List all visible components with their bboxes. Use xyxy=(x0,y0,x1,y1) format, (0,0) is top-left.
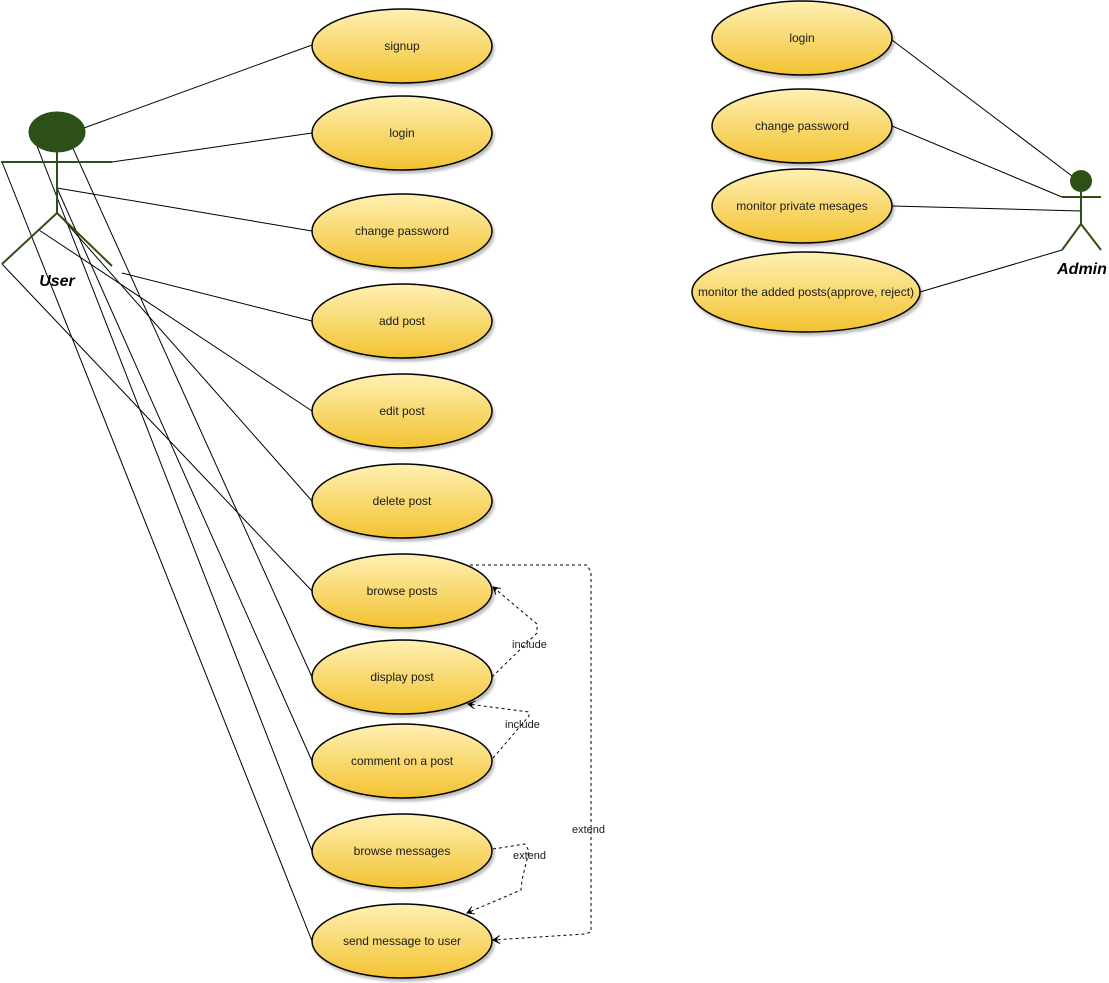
usecase-display-post[interactable]: display post xyxy=(311,639,493,715)
actor-user[interactable]: User xyxy=(1,111,113,290)
extend-browse-messages-to-send[interactable] xyxy=(466,843,530,915)
usecase-browse-messages[interactable]: browse messages xyxy=(311,813,493,889)
assoc-user-change-password[interactable] xyxy=(56,187,313,232)
assoc-admin-monitor-messages[interactable] xyxy=(891,205,1082,212)
assoc-admin-change-password[interactable] xyxy=(891,125,1063,198)
usecase-browse-posts-label: browse posts xyxy=(367,584,438,598)
usecase-delete-post-label: delete post xyxy=(373,494,432,508)
user-left-leg-icon xyxy=(1,212,58,265)
usecase-comment-on-a-post-label: comment on a post xyxy=(351,754,454,768)
usecase-browse-posts[interactable]: browse posts xyxy=(311,553,493,629)
usecase-display-post-label: display post xyxy=(370,670,434,684)
assoc-admin-monitor-posts[interactable] xyxy=(919,249,1063,293)
usecase-change-password-label: change password xyxy=(355,224,449,238)
include-label-2: include xyxy=(505,719,540,731)
usecase-comment-on-a-post[interactable]: comment on a post xyxy=(311,723,493,799)
usecase-login[interactable]: login xyxy=(311,95,493,171)
actor-admin-label: Admin xyxy=(1056,261,1107,278)
usecase-signup[interactable]: signup xyxy=(311,8,493,84)
user-head-icon xyxy=(28,111,86,153)
usecase-edit-post-label: edit post xyxy=(379,404,425,418)
usecase-add-post-label: add post xyxy=(379,314,426,328)
usecase-edit-post[interactable]: edit post xyxy=(311,373,493,449)
assoc-user-display-post[interactable] xyxy=(56,112,313,678)
usecase-send-message-to-user[interactable]: send message to user xyxy=(311,903,493,979)
usecase-signup-label: signup xyxy=(384,39,420,53)
admin-right-leg-icon xyxy=(1080,223,1102,251)
usecase-monitor-private-messages[interactable]: monitor private mesages xyxy=(711,168,893,244)
usecase-admin-change-password[interactable]: change password xyxy=(711,88,893,164)
assoc-user-login[interactable] xyxy=(111,132,313,163)
dependencies: include include extend extend xyxy=(466,564,605,944)
actor-user-label: User xyxy=(39,273,75,290)
extend-label-2: extend xyxy=(572,824,605,836)
usecase-admin-login-label: login xyxy=(789,31,814,45)
include-label-1: include xyxy=(512,639,547,651)
admin-left-leg-icon xyxy=(1061,223,1082,251)
extend-browse-posts-to-send[interactable] xyxy=(470,564,592,944)
usecase-monitor-private-messages-label: monitor private mesages xyxy=(736,199,867,213)
assoc-user-add-post[interactable] xyxy=(121,272,313,322)
usecase-admin-change-password-label: change password xyxy=(755,119,849,133)
user-associations xyxy=(1,44,313,942)
usecase-change-password[interactable]: change password xyxy=(311,193,493,269)
assoc-admin-login[interactable] xyxy=(891,39,1073,177)
extend-label-1: extend xyxy=(513,850,546,862)
assoc-user-edit-post[interactable] xyxy=(38,229,313,412)
assoc-user-send-message[interactable] xyxy=(1,161,313,942)
assoc-user-comment[interactable] xyxy=(56,187,313,762)
admin-associations xyxy=(891,39,1082,293)
assoc-user-browse-messages[interactable] xyxy=(29,127,313,852)
usecase-send-message-to-user-label: send message to user xyxy=(343,934,461,948)
user-use-cases: signup login change password add post ed… xyxy=(311,8,493,979)
usecase-add-post[interactable]: add post xyxy=(311,283,493,359)
usecase-browse-messages-label: browse messages xyxy=(354,844,451,858)
admin-head-icon xyxy=(1070,170,1092,192)
usecase-login-label: login xyxy=(389,126,414,140)
assoc-user-browse-posts[interactable] xyxy=(1,263,313,592)
usecase-monitor-added-posts[interactable]: monitor the added posts(approve, reject) xyxy=(691,251,921,333)
usecase-admin-login[interactable]: login xyxy=(711,0,893,76)
usecase-delete-post[interactable]: delete post xyxy=(311,463,493,539)
include-display-to-browse[interactable] xyxy=(491,586,538,678)
actor-admin[interactable]: Admin xyxy=(1056,170,1107,278)
usecase-monitor-added-posts-label: monitor the added posts(approve, reject) xyxy=(698,285,914,299)
user-right-leg-icon xyxy=(56,212,113,267)
include-comment-to-display[interactable] xyxy=(467,700,530,759)
assoc-user-signup[interactable] xyxy=(83,44,313,129)
assoc-user-delete-post[interactable] xyxy=(61,217,313,502)
admin-use-cases: login change password monitor private me… xyxy=(691,0,921,333)
